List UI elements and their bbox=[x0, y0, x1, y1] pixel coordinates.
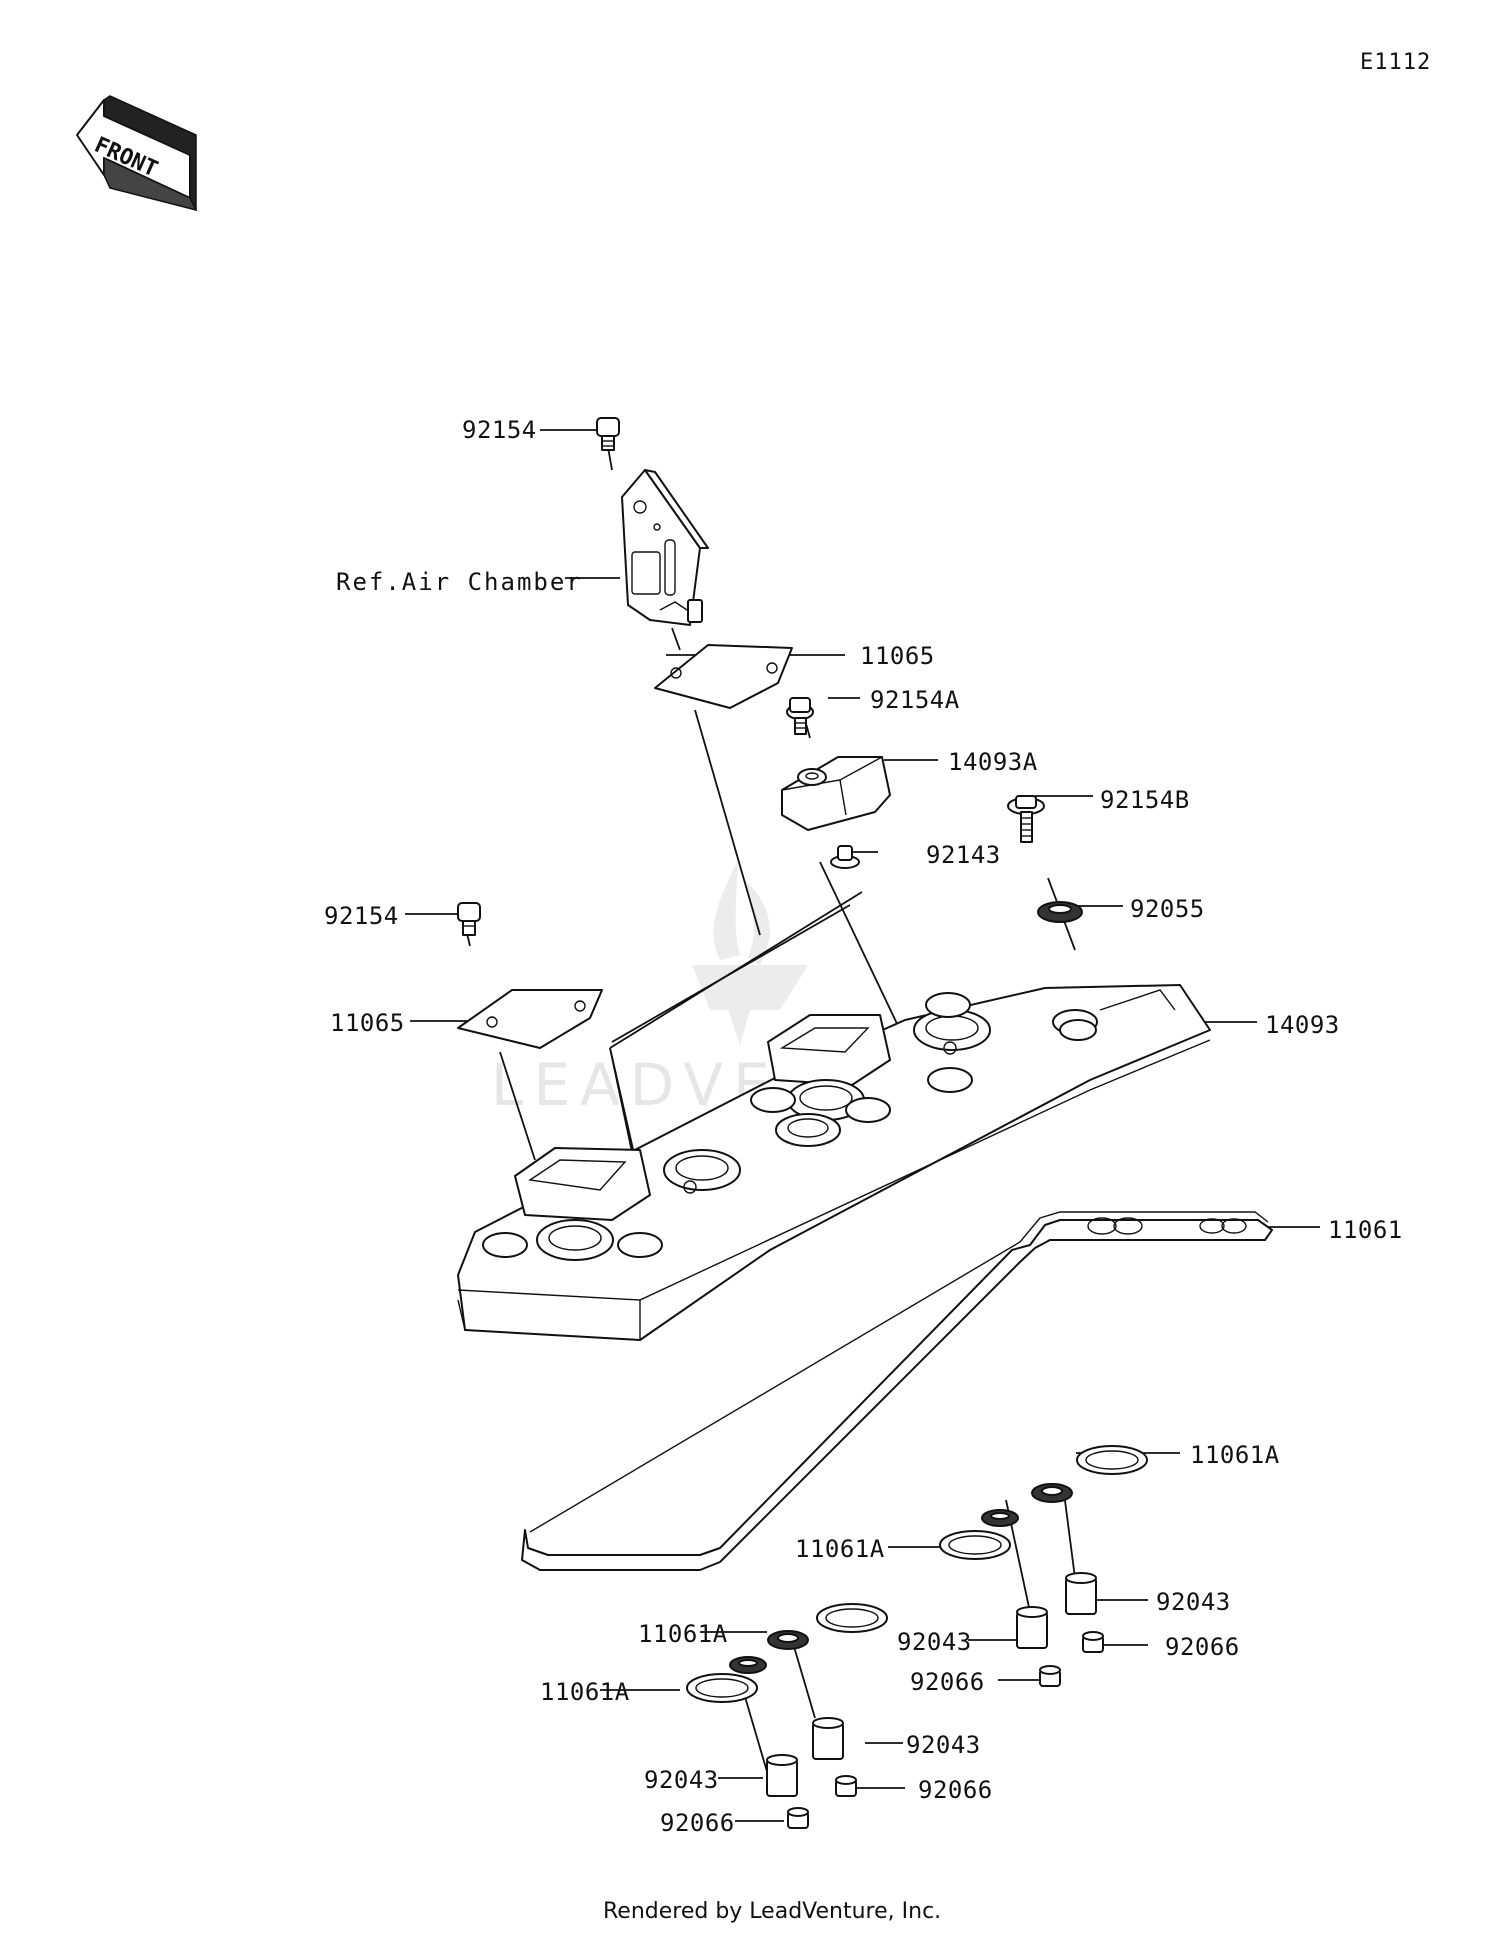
plug-hole-gasket-11061A-mid-left bbox=[767, 1603, 888, 1650]
part-label-92143: 92143 bbox=[926, 841, 1001, 869]
part-label-92154-left: 92154 bbox=[324, 902, 399, 930]
part-label-11061: 11061 bbox=[1328, 1216, 1403, 1244]
part-label-92154B: 92154B bbox=[1100, 786, 1190, 814]
part-label-92154-top: 92154 bbox=[462, 416, 537, 444]
part-label-92066-lower-mid: 92066 bbox=[918, 1776, 993, 1804]
plug-hole-gasket-11061A-upper-right bbox=[1031, 1445, 1148, 1503]
bolt-92154B bbox=[1007, 795, 1045, 843]
dowel-92043-lower-mid bbox=[812, 1717, 844, 1760]
watermark-logo bbox=[692, 860, 808, 1045]
cover-plate-11065-left bbox=[457, 989, 603, 1049]
washer-92055 bbox=[1037, 901, 1083, 923]
collar-92143 bbox=[830, 845, 860, 869]
part-label-14093A: 14093A bbox=[948, 748, 1038, 776]
part-label-11061A-mid-right: 11061A bbox=[795, 1535, 885, 1563]
front-arrow-icon: FRONT bbox=[76, 95, 198, 212]
part-label-92066-mid: 92066 bbox=[910, 1668, 985, 1696]
part-label-11061A-lower-left: 11061A bbox=[540, 1678, 630, 1706]
credit-text: Rendered by LeadVenture, Inc. bbox=[603, 1899, 941, 1924]
part-label-92154A: 92154A bbox=[870, 686, 960, 714]
part-label-92066-lower-left: 92066 bbox=[660, 1809, 735, 1837]
air-chamber-bracket bbox=[621, 469, 709, 626]
part-label-11065-left: 11065 bbox=[330, 1009, 405, 1037]
dowel-92066-lower-mid bbox=[835, 1775, 857, 1797]
dowel-92043-mid bbox=[1016, 1606, 1048, 1649]
part-label-92055: 92055 bbox=[1130, 895, 1205, 923]
dowel-92043-lower-left bbox=[766, 1754, 798, 1797]
part-label-92043-mid: 92043 bbox=[897, 1628, 972, 1656]
part-label-92043-right: 92043 bbox=[1156, 1588, 1231, 1616]
part-label-11065-upper: 11065 bbox=[860, 642, 935, 670]
bolt-92154-top bbox=[596, 417, 620, 451]
cover-14093A bbox=[781, 756, 891, 831]
bolt-92154A bbox=[786, 697, 814, 735]
cylinder-head-cover-14093 bbox=[457, 984, 1211, 1341]
part-label-92043-lower-left: 92043 bbox=[644, 1766, 719, 1794]
diagram-code: E1112 bbox=[1360, 50, 1431, 75]
dowel-92066-lower-left bbox=[787, 1807, 809, 1829]
part-label-92066-right: 92066 bbox=[1165, 1633, 1240, 1661]
part-label-11061A-upper-right: 11061A bbox=[1190, 1441, 1280, 1469]
cover-plate-11065-upper bbox=[654, 644, 793, 709]
plug-hole-gasket-11061A-mid-right bbox=[939, 1509, 1019, 1560]
head-cover-gasket-11061 bbox=[521, 1211, 1273, 1571]
dowel-92043-right bbox=[1065, 1572, 1097, 1615]
plug-hole-gasket-11061A-lower-left bbox=[686, 1656, 767, 1703]
part-label-92043-lower-mid: 92043 bbox=[906, 1731, 981, 1759]
dowel-92066-mid bbox=[1039, 1665, 1061, 1687]
reference-label: Ref.Air Chamber bbox=[336, 568, 583, 596]
part-labels: 92154 11065 92154A 14093A 92154B 92143 9… bbox=[324, 416, 1403, 1837]
part-label-14093: 14093 bbox=[1265, 1011, 1340, 1039]
part-label-11061A-mid-left: 11061A bbox=[638, 1620, 728, 1648]
dowel-92066-right bbox=[1082, 1631, 1104, 1653]
bolt-92154-left bbox=[457, 902, 481, 936]
